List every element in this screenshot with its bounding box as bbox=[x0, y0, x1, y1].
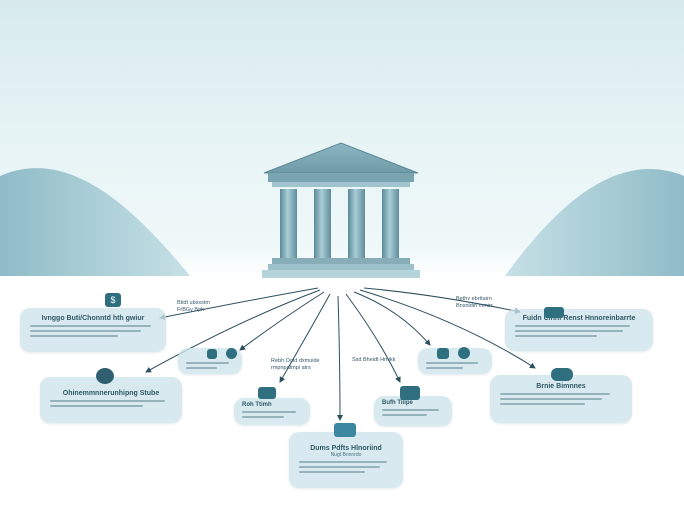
right-hill bbox=[505, 169, 684, 276]
chart-icon bbox=[226, 348, 237, 359]
piggy-bank-icon bbox=[96, 368, 114, 384]
card-top-left: Ivnggo Buti/Chonntd hth gwiur bbox=[20, 308, 166, 352]
card-text bbox=[30, 325, 156, 337]
card-text bbox=[242, 411, 302, 418]
card-mid-right: Brnie Bimnnes bbox=[490, 375, 632, 423]
card-text bbox=[299, 461, 393, 473]
arrow-label: Bethv ebrttairn Bnsnldin mmirr bbox=[456, 296, 493, 309]
card-title: Ivnggo Buti/Chonntd hth gwiur bbox=[41, 315, 145, 322]
arrow bbox=[363, 287, 521, 314]
card-text bbox=[50, 400, 172, 407]
card-text bbox=[500, 393, 622, 405]
arrow-label: Btidt ubsxstm FrBGy Bph bbox=[177, 300, 211, 313]
card-text bbox=[382, 409, 444, 416]
card-mid-left: Ohinemmnnerunhipng Stube bbox=[40, 377, 182, 423]
arrow bbox=[159, 287, 319, 320]
card-text bbox=[515, 325, 643, 337]
arrow-label: Ssd Bheidt Hmikk bbox=[352, 357, 396, 363]
card-title: Ohinemmnnerunhipng Stube bbox=[62, 390, 160, 397]
card-subtitle: Nugt Bnnnrdo bbox=[330, 452, 362, 458]
arrow bbox=[279, 293, 331, 383]
card-center-left: Roh Ttimh bbox=[234, 398, 310, 425]
arrow bbox=[239, 291, 325, 351]
arrow-label: Rebh Ooid dxmuide rmpnpatmpi atrs bbox=[271, 358, 320, 371]
arrow bbox=[359, 289, 536, 369]
arrow bbox=[145, 289, 321, 373]
card-bottom-center: Dums Pdfts Hlnoriind Nugt Bnnnrdo bbox=[289, 432, 403, 488]
wallet-icon bbox=[458, 347, 470, 359]
card-title: Dums Pdfts Hlnoriind bbox=[310, 445, 382, 452]
arrow bbox=[345, 293, 401, 383]
bank-building-icon bbox=[551, 368, 573, 381]
arrow bbox=[353, 291, 431, 346]
document-icon bbox=[258, 387, 276, 399]
map-icon bbox=[334, 423, 356, 437]
card-top-right: Fuidn Cinnf Renst Hnnoreinbarrte bbox=[505, 309, 653, 351]
left-hill bbox=[0, 168, 190, 276]
arrow bbox=[336, 295, 343, 421]
card-text bbox=[186, 362, 234, 369]
card-text bbox=[426, 362, 484, 369]
card-title: Brnie Bimnnes bbox=[536, 383, 586, 390]
wallet-icon bbox=[437, 348, 449, 359]
card-title: Bufh Tiiipe bbox=[382, 400, 413, 406]
dollar-icon: $ bbox=[105, 293, 121, 307]
card-center-right: Bufh Tiiipe bbox=[374, 396, 452, 426]
card-title: Roh Ttimh bbox=[242, 402, 272, 408]
card-icon bbox=[544, 307, 564, 318]
card-icon bbox=[400, 386, 420, 400]
card-title: Fuidn Cinnf Renst Hnnoreinbarrte bbox=[522, 315, 636, 322]
card-small-right bbox=[418, 348, 492, 374]
chart-icon bbox=[207, 349, 217, 359]
